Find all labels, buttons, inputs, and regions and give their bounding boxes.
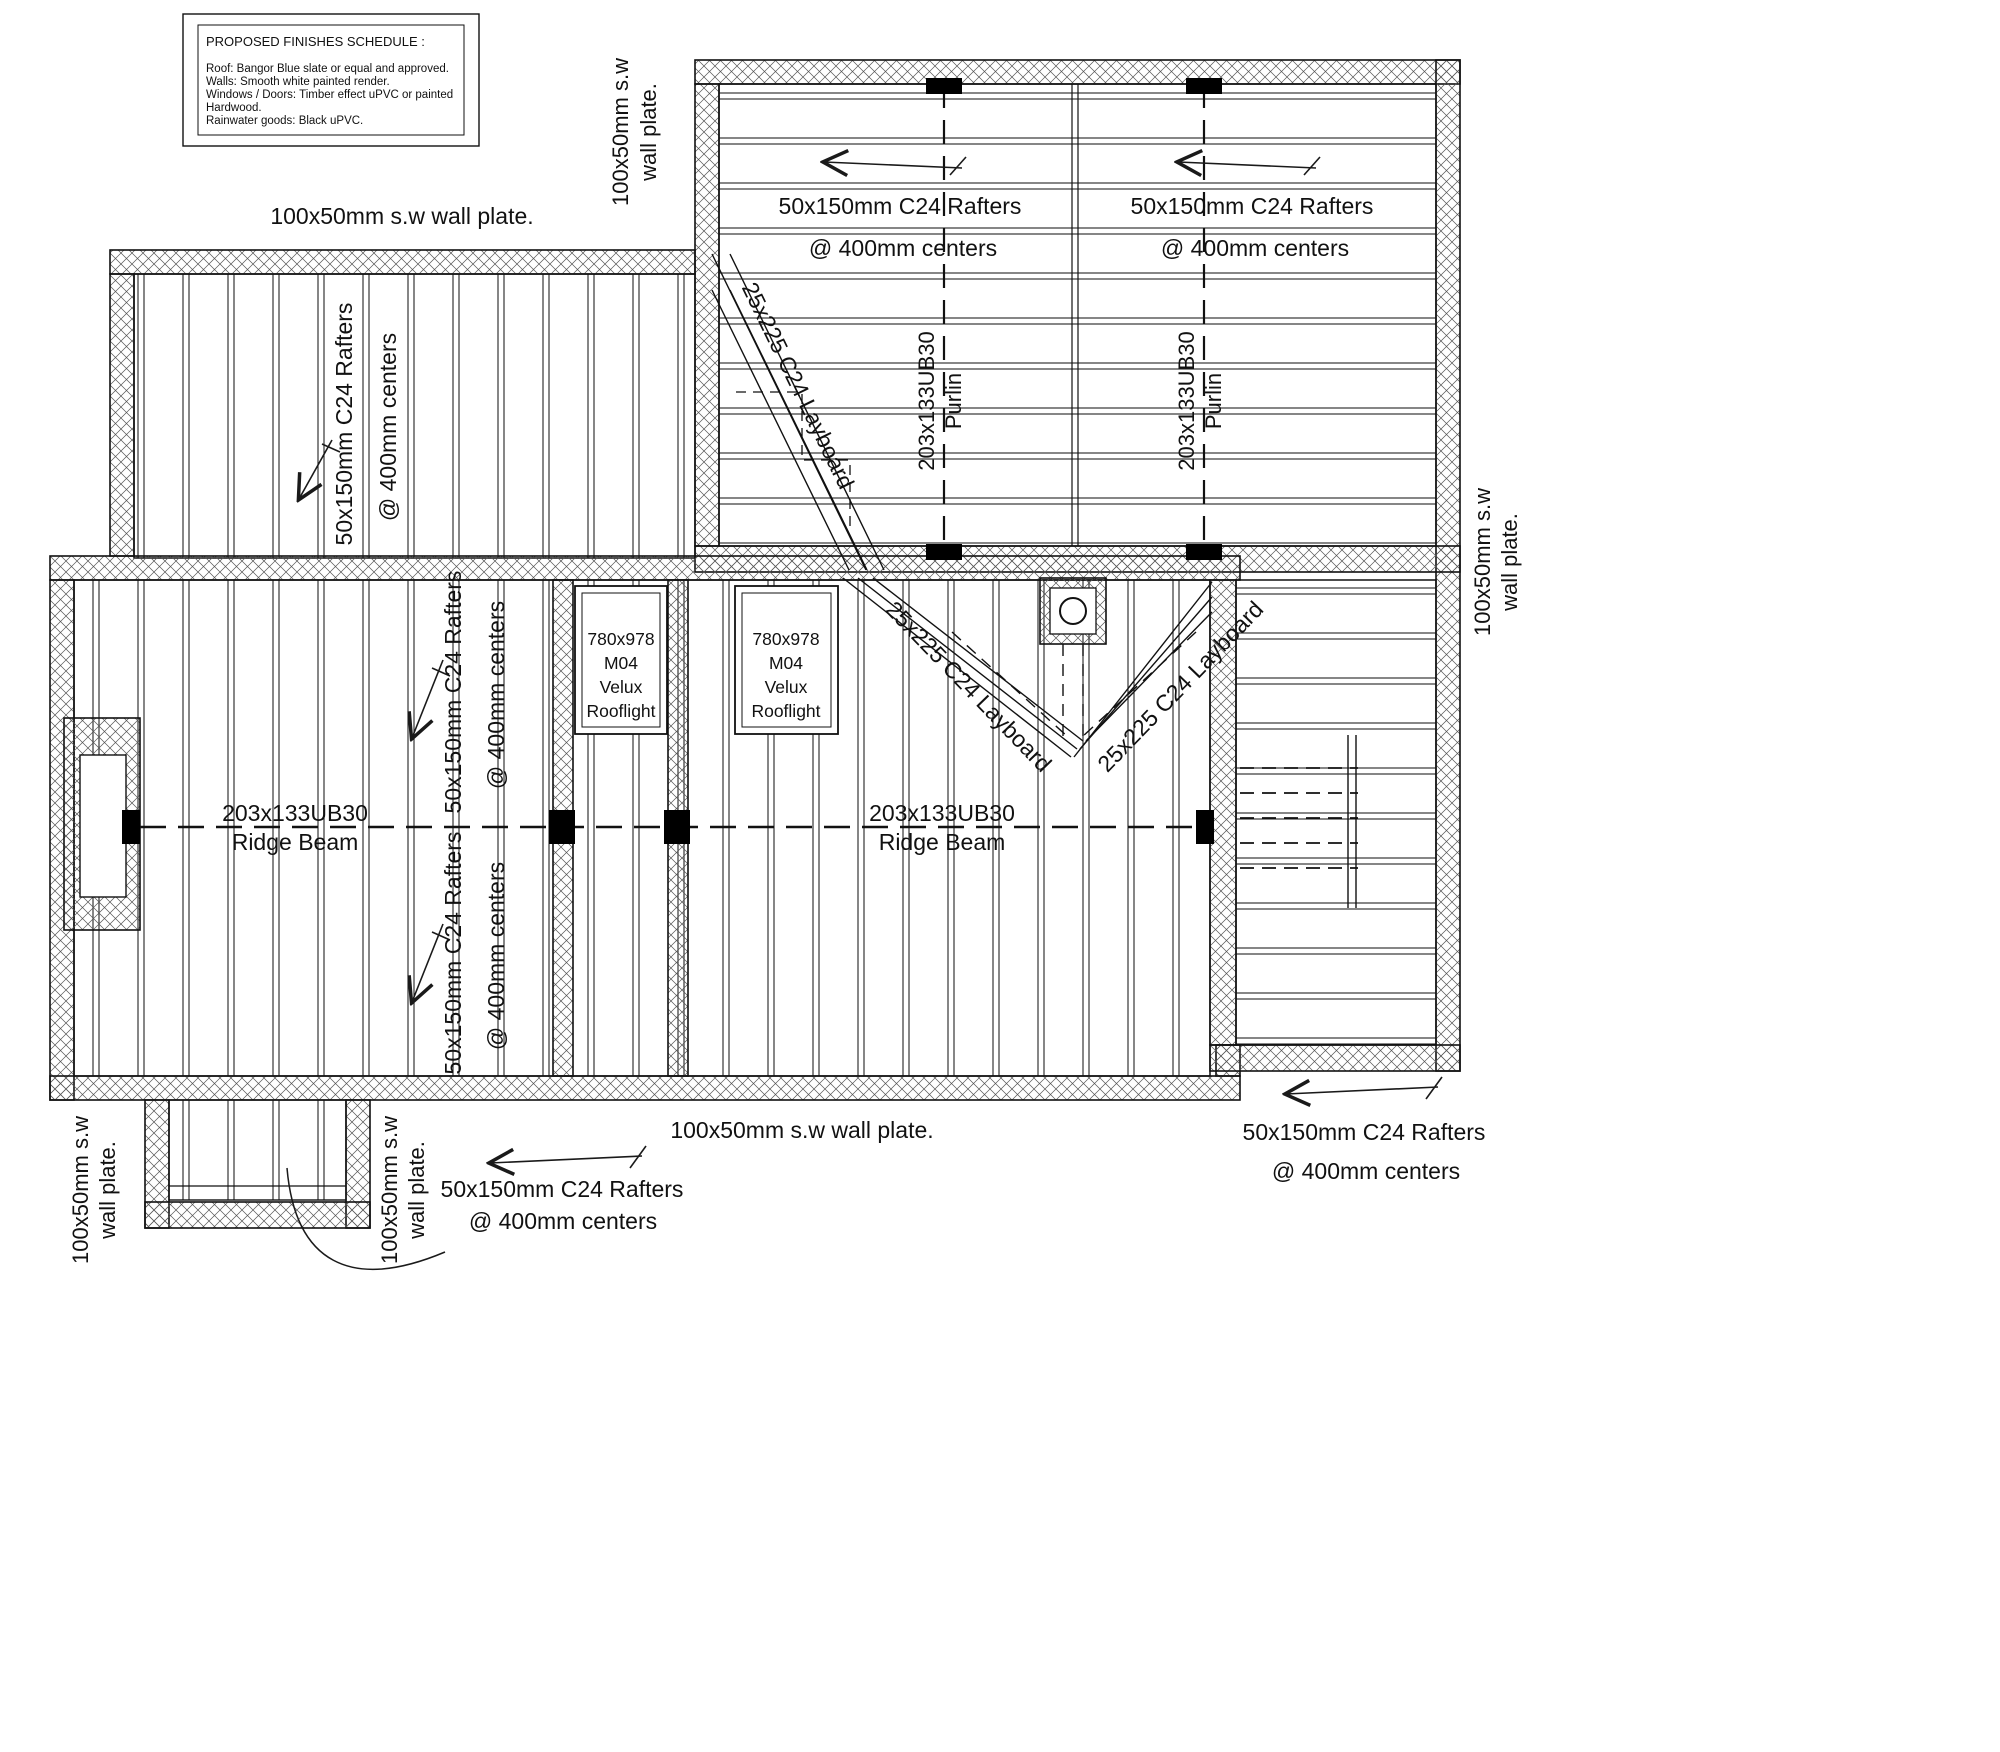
finishes-rainwater-line: Rainwater goods: Black uPVC. — [206, 115, 363, 127]
wall-plate-label-bl2-l1: 100x50mm s.w — [377, 1116, 402, 1264]
rafters-label-ul-l1: 50x150mm C24 Rafters — [331, 303, 357, 546]
extension-wall-bottom — [144, 1201, 371, 1229]
rafters-label-ur1-l1: 50x150mm C24 Rafters — [779, 193, 1022, 219]
layboard-lines-upper — [711, 253, 885, 571]
rafters-label-ur2-l1: 50x150mm C24 Rafters — [1131, 193, 1374, 219]
rafters-label-br-l1: 50x150mm C24 Rafters — [1243, 1119, 1486, 1145]
rafters-label-ur2-l2: @ 400mm centers — [1161, 235, 1349, 261]
wall-plate-label-right-l1: 100x50mm s.w — [1470, 488, 1495, 636]
ridge-beam-label-1-l1: 203x133UB30 — [222, 800, 368, 826]
finishes-schedule: PROPOSED FINISHES SCHEDULE : Roof: Bango… — [182, 13, 480, 147]
padstones — [122, 78, 1222, 844]
chimney-opening — [79, 754, 127, 898]
pitch-arrows — [286, 157, 1443, 1271]
rafters-label-ul-l2: @ 400mm centers — [375, 333, 401, 521]
rafters-label-bc-l1: 50x150mm C24 Rafters — [441, 1176, 684, 1202]
wall-plate-label-bl1-l1: 100x50mm s.w — [68, 1116, 93, 1264]
rooflight-1-size: 780x978 — [587, 629, 654, 649]
padstone — [122, 810, 140, 844]
flue-pipe-icon — [1059, 597, 1087, 625]
wall-main-top — [49, 555, 1241, 581]
rooflight-2-inner — [741, 592, 832, 728]
purlin-2-label-l1: 203x133UB30 — [1174, 331, 1199, 470]
rooflight-1-inner — [581, 592, 661, 728]
padstone — [1196, 810, 1214, 844]
right-roof-details — [1240, 735, 1358, 908]
pitch-arrow — [824, 162, 963, 168]
leader-curve — [286, 1167, 446, 1271]
finishes-schedule-inner-border — [197, 24, 465, 136]
finishes-walls-line: Walls: Smooth white painted render. — [206, 76, 390, 88]
rooflight-1-frame — [574, 585, 668, 735]
padstone — [926, 544, 962, 560]
wall-plate-label-topmid-l1: 100x50mm s.w — [608, 58, 633, 206]
wall-upper-right-top — [694, 59, 1461, 85]
pitch-arrow — [412, 923, 444, 1002]
wall-plate-label-top: 100x50mm s.w wall plate. — [270, 203, 533, 229]
valley-layboards — [842, 577, 1213, 758]
rafters-label-main-upper-l1: 50x150mm C24 Rafters — [440, 571, 466, 814]
right-roof-rafters — [1235, 579, 1437, 1046]
rooflight-2-size: 780x978 — [752, 629, 819, 649]
rooflight-2-type: Rooflight — [751, 701, 820, 721]
ridge-beam-label-2-l1: 203x133UB30 — [869, 800, 1015, 826]
rafters-label-main-lower-l1: 50x150mm C24 Rafters — [440, 832, 466, 1075]
wall-plate-label-bottom: 100x50mm s.w wall plate. — [670, 1117, 933, 1143]
finishes-schedule-title: PROPOSED FINISHES SCHEDULE : — [206, 34, 425, 49]
rafters-label-ur1-l2: @ 400mm centers — [809, 235, 997, 261]
rooflight-2: 780x978 M04 Velux Rooflight — [734, 585, 839, 735]
pitch-arrow — [1286, 1087, 1439, 1094]
padstone — [926, 78, 962, 94]
padstone — [1186, 544, 1222, 560]
rooflight-2-code: M04 — [769, 653, 803, 673]
finishes-windows-line: Windows / Doors: Timber effect uPVC or p… — [206, 89, 453, 101]
padstone — [664, 810, 690, 844]
rafters-label-br-l2: @ 400mm centers — [1272, 1158, 1460, 1184]
wall-main-bottom — [49, 1075, 1241, 1101]
purlin-2-label-l2: Purlin — [1201, 373, 1226, 429]
rafters-label-bc-l2: @ 400mm centers — [469, 1208, 657, 1234]
purlin-1-label-l2: Purlin — [941, 373, 966, 429]
rooflight-1: 780x978 M04 Velux Rooflight — [574, 585, 668, 735]
rooflight-2-brand: Velux — [765, 677, 808, 697]
wall-upper-right-left — [694, 83, 720, 547]
padstone — [549, 810, 575, 844]
padstone — [1186, 78, 1222, 94]
rooflight-1-code: M04 — [604, 653, 638, 673]
wall-plate-label-bl2-l2: wall plate. — [404, 1141, 429, 1240]
pitch-arrow — [490, 1156, 643, 1163]
ridge-beam-label-2-l2: Ridge Beam — [879, 829, 1006, 855]
wall-plate-label-topmid-l2: wall plate. — [636, 83, 661, 182]
rooflight-1-brand: Velux — [600, 677, 643, 697]
purlin-1-label-l1: 203x133UB30 — [914, 331, 939, 470]
finishes-roof-line: Roof: Bangor Blue slate or equal and app… — [206, 63, 449, 75]
wall-main-right-divider — [1209, 579, 1237, 1046]
wall-upper-left-top — [109, 249, 696, 275]
wall-upper-left-left — [109, 273, 135, 557]
rafters-label-main-upper-l2: @ 400mm centers — [483, 601, 509, 789]
pitch-arrow — [1178, 162, 1317, 168]
annotations-horizontal: 100x50mm s.w wall plate. 50x150mm C24 Ra… — [222, 193, 1485, 1234]
rooflight-1-type: Rooflight — [586, 701, 655, 721]
bottom-left-extension — [144, 1099, 371, 1229]
finishes-windows-line2: Hardwood. — [206, 102, 262, 114]
wall-plate-label-bl1-l2: wall plate. — [95, 1141, 120, 1240]
flue-stack — [1039, 577, 1107, 645]
pitch-arrow — [412, 659, 444, 738]
ridge-beam-label-1-l2: Ridge Beam — [232, 829, 359, 855]
wall-right-roof-bottom — [1209, 1044, 1461, 1072]
pitch-arrow — [299, 439, 333, 499]
extension-roof — [168, 1099, 347, 1201]
upper-left-roof-rafters — [133, 273, 696, 559]
rafters-label-main-lower-l2: @ 400mm centers — [483, 862, 509, 1050]
layboard-step-dashed — [736, 391, 851, 528]
wall-plate-label-right-l2: wall plate. — [1497, 513, 1522, 612]
rooflight-2-frame — [734, 585, 839, 735]
